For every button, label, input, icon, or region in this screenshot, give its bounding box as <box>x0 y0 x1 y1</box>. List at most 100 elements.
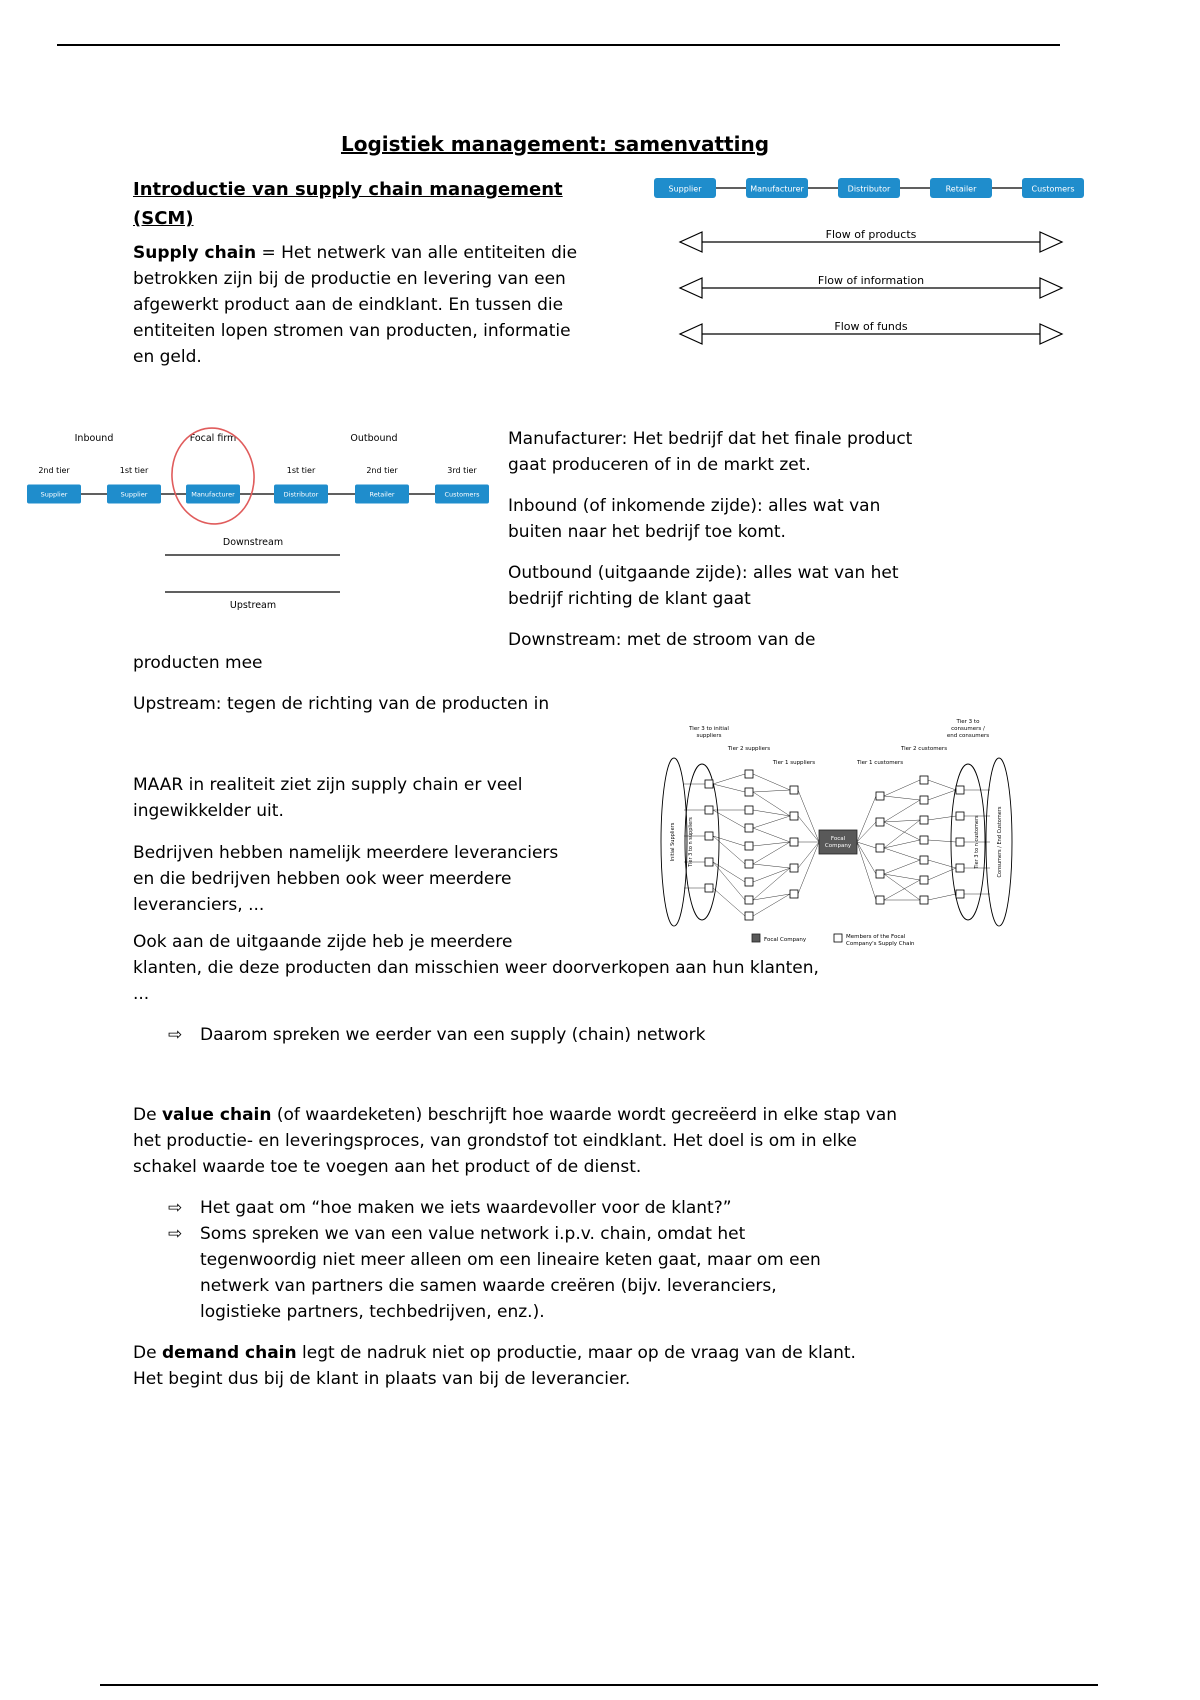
column-label: end consumers <box>947 733 989 739</box>
connector-line <box>712 861 746 883</box>
demand-chain-lead: De <box>133 1343 162 1363</box>
member-node <box>789 785 799 795</box>
flow-label: Flow of information <box>818 274 924 287</box>
connector-line <box>883 859 921 875</box>
connector-line <box>927 867 957 881</box>
node-label: Supplier <box>669 185 703 194</box>
member-node <box>955 785 965 795</box>
connector-line <box>752 841 791 865</box>
member-node <box>875 895 885 905</box>
downstream-label: Downstream <box>223 537 283 548</box>
legend-member-swatch <box>833 933 843 943</box>
member-node <box>955 837 965 847</box>
member-node <box>919 855 929 865</box>
member-node <box>919 815 929 825</box>
demand-chain-paragraph: De demand chain legt de nadruk niet op p… <box>133 1340 883 1392</box>
connector-line <box>856 841 877 901</box>
flow-label: Flow of funds <box>834 320 908 333</box>
value-chain-bullets: ⇨ Het gaat om “hoe maken we iets waardev… <box>168 1195 958 1325</box>
connector-line <box>752 867 791 883</box>
node-label: Customers <box>445 491 481 499</box>
connector-line <box>752 809 791 817</box>
member-node <box>875 791 885 801</box>
column-label: consumers / <box>951 726 985 732</box>
demand-chain-term: demand chain <box>161 1343 297 1363</box>
flow-arrow-information: Flow of information <box>678 274 1064 299</box>
connector-line <box>883 847 921 861</box>
definition-downstream: Downstream: met de stroom van de <box>508 630 816 650</box>
upstream-label: Upstream <box>230 600 276 611</box>
reality-paragraph-2: Bedrijven hebben namelijk meerdere lever… <box>133 843 559 915</box>
connector-line <box>883 799 921 823</box>
tier3-n-customers-label: Tier 3 to n customers <box>974 815 980 870</box>
value-chain-term: value chain <box>161 1105 272 1125</box>
connector-line <box>797 841 820 895</box>
focal-company-label: Company <box>825 843 852 849</box>
connector-line <box>927 893 957 901</box>
node-label: Manufacturer <box>750 185 804 194</box>
tier-label: 2nd tier <box>38 466 70 475</box>
chain-node-manufacturer: Manufacturer <box>746 178 808 198</box>
node-label: Customers <box>1031 185 1074 194</box>
node-box <box>355 484 409 504</box>
connector-line <box>883 819 921 823</box>
connector-line <box>752 789 791 793</box>
member-node <box>744 823 754 833</box>
member-node <box>744 805 754 815</box>
column-label: Tier 3 to initial <box>688 726 729 732</box>
connector-line <box>752 893 791 901</box>
connector-line <box>752 893 791 917</box>
definition-upstream: Upstream: tegen de richting van de produ… <box>133 694 550 714</box>
value-chain-text: (of waardeketen) beschrijft hoe waarde w… <box>133 1105 898 1177</box>
value-chain-lead: De <box>133 1105 162 1125</box>
legend-member-label: Company's Supply Chain <box>846 941 915 947</box>
initial-suppliers-ellipse <box>660 757 688 927</box>
node-box <box>838 178 900 198</box>
node-label: Retailer <box>946 185 978 194</box>
member-node <box>955 811 965 821</box>
member-node <box>704 831 714 841</box>
member-node <box>744 841 754 851</box>
member-node <box>919 775 929 785</box>
bottom-rule <box>100 1684 1098 1686</box>
supply-chain-definition: Supply chain = Het netwerk van alle enti… <box>133 240 583 370</box>
node-box <box>27 484 81 504</box>
member-node <box>919 875 929 885</box>
value-chain-bullet-1: ⇨ Het gaat om “hoe maken we iets waardev… <box>168 1195 958 1221</box>
reality-p3-line: Ook aan de uitgaande zijde heb je meerde… <box>133 932 513 952</box>
node-box <box>654 178 716 198</box>
node-box <box>435 484 489 504</box>
value-chain-paragraph: De value chain (of waardeketen) beschrij… <box>133 1102 903 1180</box>
tier-label: 2nd tier <box>366 466 398 475</box>
chain-node-retailer: Retailer <box>930 178 992 198</box>
node-label: Distributor <box>848 185 891 194</box>
flow-arrow-products: Flow of products <box>678 228 1064 253</box>
connector-line <box>712 887 746 917</box>
arrow-bullet-icon: ⇨ <box>168 1025 183 1045</box>
column-label: Tier 2 customers <box>900 746 947 752</box>
supply-network-bullet: ⇨ Daarom spreken we eerder van een suppl… <box>168 1022 888 1048</box>
reality-paragraph-3: Ook aan de uitgaande zijde heb je meerde… <box>133 929 819 1007</box>
arrow-bullet-icon: ⇨ <box>168 1198 183 1218</box>
left-arrowhead-icon <box>678 277 703 299</box>
focal-firm-circle <box>171 427 255 525</box>
tier-label: 3rd tier <box>447 466 477 475</box>
member-node <box>875 869 885 879</box>
tier-label: 1st tier <box>120 466 149 475</box>
connector-line <box>883 821 921 841</box>
connector-line <box>927 859 957 869</box>
supply-network-bullet-text: Daarom spreken we eerder van een supply … <box>200 1025 706 1045</box>
column-label: Tier 1 customers <box>856 760 903 766</box>
connector-line <box>752 815 791 829</box>
flow-label: Flow of products <box>826 228 917 241</box>
legend-member-label: Members of the Focal <box>846 934 906 940</box>
tier3-n-suppliers-label: Tier 3 to n suppliers <box>688 817 694 868</box>
initial-suppliers-label: Initial Suppliers <box>670 822 676 861</box>
end-customers-label: Consumers / End Customers <box>997 806 1003 877</box>
section-heading-intro: Introductie van supply chain management … <box>133 175 563 233</box>
value-chain-bullet-2: ⇨ Soms spreken we van een value network … <box>168 1221 958 1325</box>
top-rule <box>57 44 1060 46</box>
arrow-bullet-icon: ⇨ <box>168 1224 183 1244</box>
member-node <box>955 889 965 899</box>
chain-node-distributor: Distributor <box>838 178 900 198</box>
